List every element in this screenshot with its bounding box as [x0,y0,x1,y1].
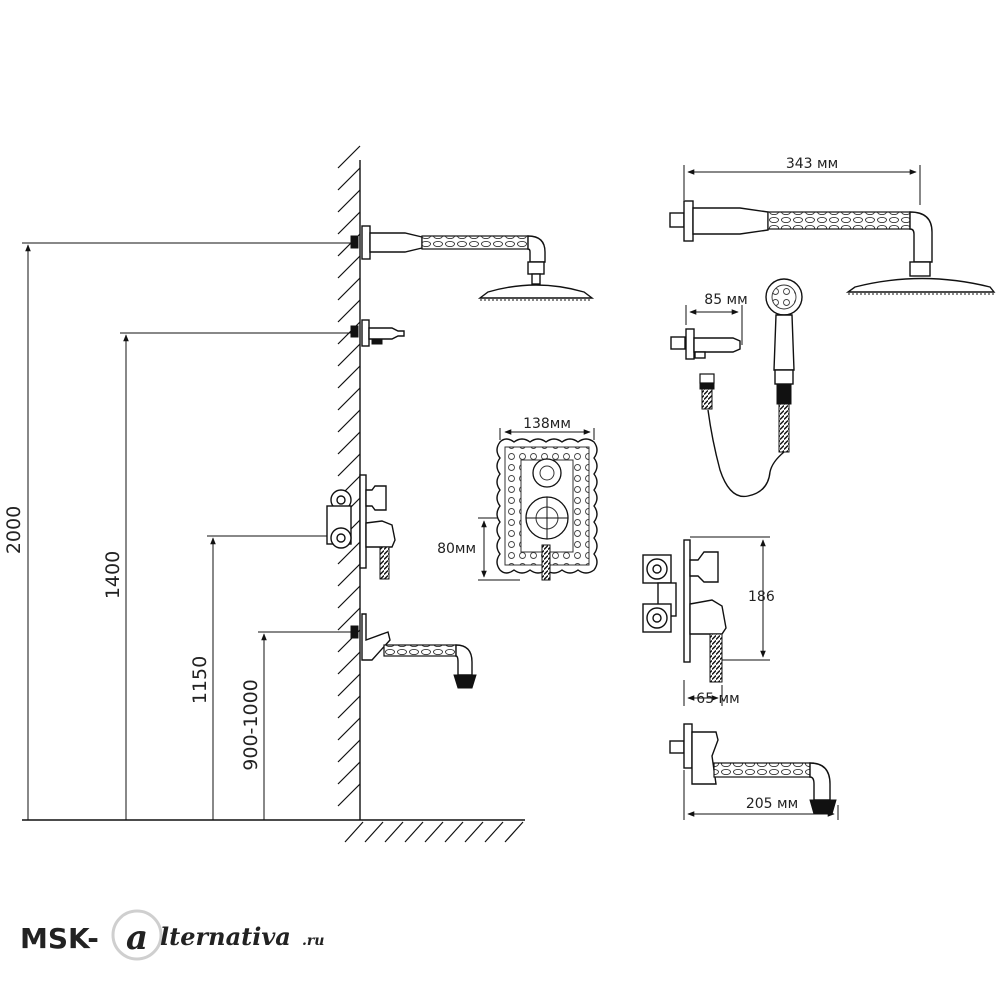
dim-1400: 1400 [102,551,124,599]
spout-length-label: 205 мм [746,796,798,812]
bath-spout-side-view [350,613,477,689]
spout-detail: 205 мм [669,723,839,820]
hand-holder-length-label: 85 мм [704,292,747,308]
watermark-left-text: MSK- [20,922,99,955]
overhead-shower [350,225,595,301]
wall-hatch-line [337,277,361,301]
wall-hatch-line [337,761,361,785]
wall-hatch-line [337,585,361,609]
plate-width-label: 138мм [523,416,571,432]
floor-hatch-line [384,821,404,843]
floor-hatch-line [344,821,364,843]
wall-hatch-line [337,299,361,323]
hand-shower-holder [350,319,405,347]
wall-hatching [337,145,361,807]
wall-hatch-line [337,431,361,455]
mixer-side-view [326,474,396,580]
wall-elevation: 2000 1400 1150 900-1000 [3,145,598,843]
floor-hatch-line [364,821,384,843]
wall-hatch-line [337,343,361,367]
wall-hatch-line [337,167,361,191]
hand-shower-detail [699,278,803,498]
wall-hatch-line [337,145,361,169]
wall-hatch-line [337,387,361,411]
mixer-depth-label: 65 мм [696,691,739,707]
mixer-detail: 186 65 мм [642,536,775,707]
floor-hatch-line [404,821,424,843]
dim-1150: 1150 [189,656,211,704]
floor-hatch-line [444,821,464,843]
wall-hatch-line [337,255,361,279]
at-sign-icon [111,909,163,961]
floor-hatch-line [424,821,444,843]
watermark-suffix: .ru [302,933,324,949]
wall-hatch-line [337,717,361,741]
dim-2000: 2000 [3,506,25,554]
floor-hatching [344,821,524,843]
wall-hatch-line [337,409,361,433]
wall-hatch-line [337,607,361,631]
shower-arm-detail: 343 мм [669,156,996,295]
wall-hatch-line [337,189,361,213]
component-details: 343 мм 85 мм [642,156,996,820]
wall-hatch-line [337,783,361,807]
wall-hatch-line [337,673,361,697]
floor-hatch-line [504,821,524,843]
dim-900-1000: 900-1000 [240,679,262,770]
control-plate-front-view: 138мм 80мм [437,416,598,581]
watermark-logo: MSK- a lternativa .ru [20,909,324,961]
floor-hatch-line [484,821,504,843]
plate-offset-label: 80мм [437,541,476,557]
wall-hatch-line [337,365,361,389]
wall-hatch-line [337,211,361,235]
wall-hatch-line [337,453,361,477]
at-sign-glyph: a [126,918,148,958]
wall-hatch-line [337,651,361,675]
watermark-right-text: lternativa [160,922,291,951]
wall-hatch-line [337,541,361,565]
shower-arm-length-label: 343 мм [786,156,838,172]
wall-hatch-line [337,563,361,587]
floor-hatch-line [464,821,484,843]
height-dimensions: 2000 1400 1150 900-1000 [3,242,352,820]
mixer-height-label: 186 [748,589,775,605]
wall-hatch-line [337,695,361,719]
hand-holder-detail: 85 мм [670,292,748,360]
wall-hatch-line [337,739,361,763]
